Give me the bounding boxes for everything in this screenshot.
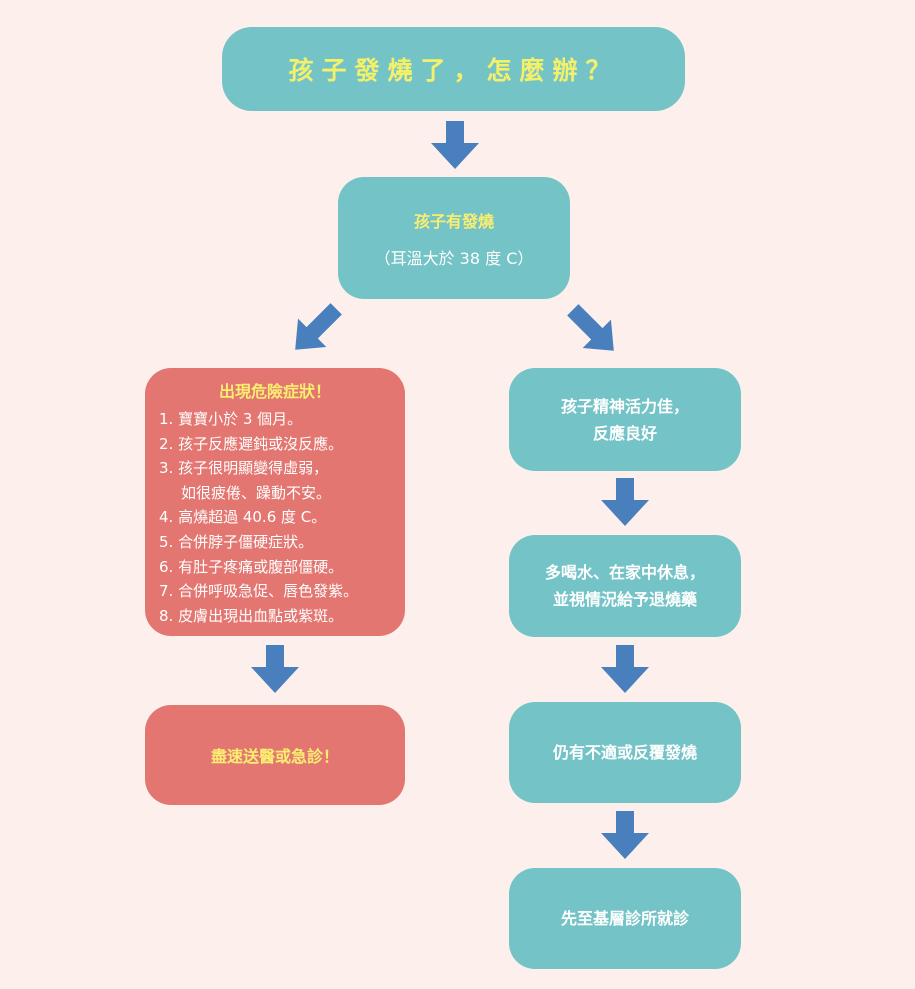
clinic-label: 先至基層診所就診 [560, 909, 689, 928]
arrow-down-icon [601, 645, 649, 693]
arrow-down-icon [431, 121, 479, 169]
danger-heading: 出現危險症狀！ [218, 382, 331, 401]
list-item: 8. 皮膚出現出血點或紫斑。 [159, 606, 344, 625]
arrow-down-icon [601, 811, 649, 859]
still-fever-label: 仍有不適或反覆發燒 [552, 743, 697, 762]
list-item: 5. 合併脖子僵硬症狀。 [159, 532, 314, 551]
active-box: 孩子精神活力佳， 反應良好 [509, 368, 741, 471]
list-item: 如很疲倦、躁動不安。 [181, 483, 332, 502]
list-item: 2. 孩子反應遲鈍或沒反應。 [159, 434, 344, 453]
hospital-box: 盡速送醫或急診！ [145, 705, 405, 805]
arrow-down-icon [601, 478, 649, 526]
active-line2: 反應良好 [592, 423, 657, 443]
hospital-label: 盡速送醫或急診！ [210, 747, 339, 766]
list-item: 6. 有肚子疼痛或腹部僵硬。 [159, 557, 344, 576]
arrow-down-right-icon [567, 304, 614, 351]
list-item: 1. 寶寶小於 3 個月。 [159, 410, 303, 428]
arrow-down-left-icon [295, 303, 342, 350]
active-line1: 孩子精神活力佳， [560, 396, 689, 416]
list-item: 4. 高燒超過 40.6 度 C。 [159, 508, 327, 527]
diagram-title: 孩子發燒了，怎麼辦？ [288, 56, 619, 85]
danger-list: 1. 寶寶小於 3 個月。 2. 孩子反應遲鈍或沒反應。 3. 孩子很明顯變得虛… [159, 407, 358, 628]
clinic-box: 先至基層診所就診 [509, 868, 741, 969]
danger-box: 出現危險症狀！ 1. 寶寶小於 3 個月。 2. 孩子反應遲鈍或沒反應。 3. … [145, 368, 405, 636]
list-item: 3. 孩子很明顯變得虛弱， [159, 459, 329, 478]
fever-label: 孩子有發燒 [413, 211, 494, 231]
fever-box: 孩子有發燒 （耳溫大於 38 度 C） [338, 177, 570, 299]
water-line2: 並視情況給予退燒藥 [552, 590, 697, 609]
fever-condition: （耳溫大於 38 度 C） [374, 248, 534, 268]
title-box: 孩子發燒了，怎麼辦？ [222, 27, 685, 111]
arrow-down-icon [251, 645, 299, 693]
water-line1: 多喝水、在家中休息， [544, 563, 705, 582]
list-item: 7. 合併呼吸急促、唇色發紫。 [159, 582, 359, 601]
still-fever-box: 仍有不適或反覆發燒 [509, 702, 741, 803]
water-box: 多喝水、在家中休息， 並視情況給予退燒藥 [509, 535, 741, 637]
